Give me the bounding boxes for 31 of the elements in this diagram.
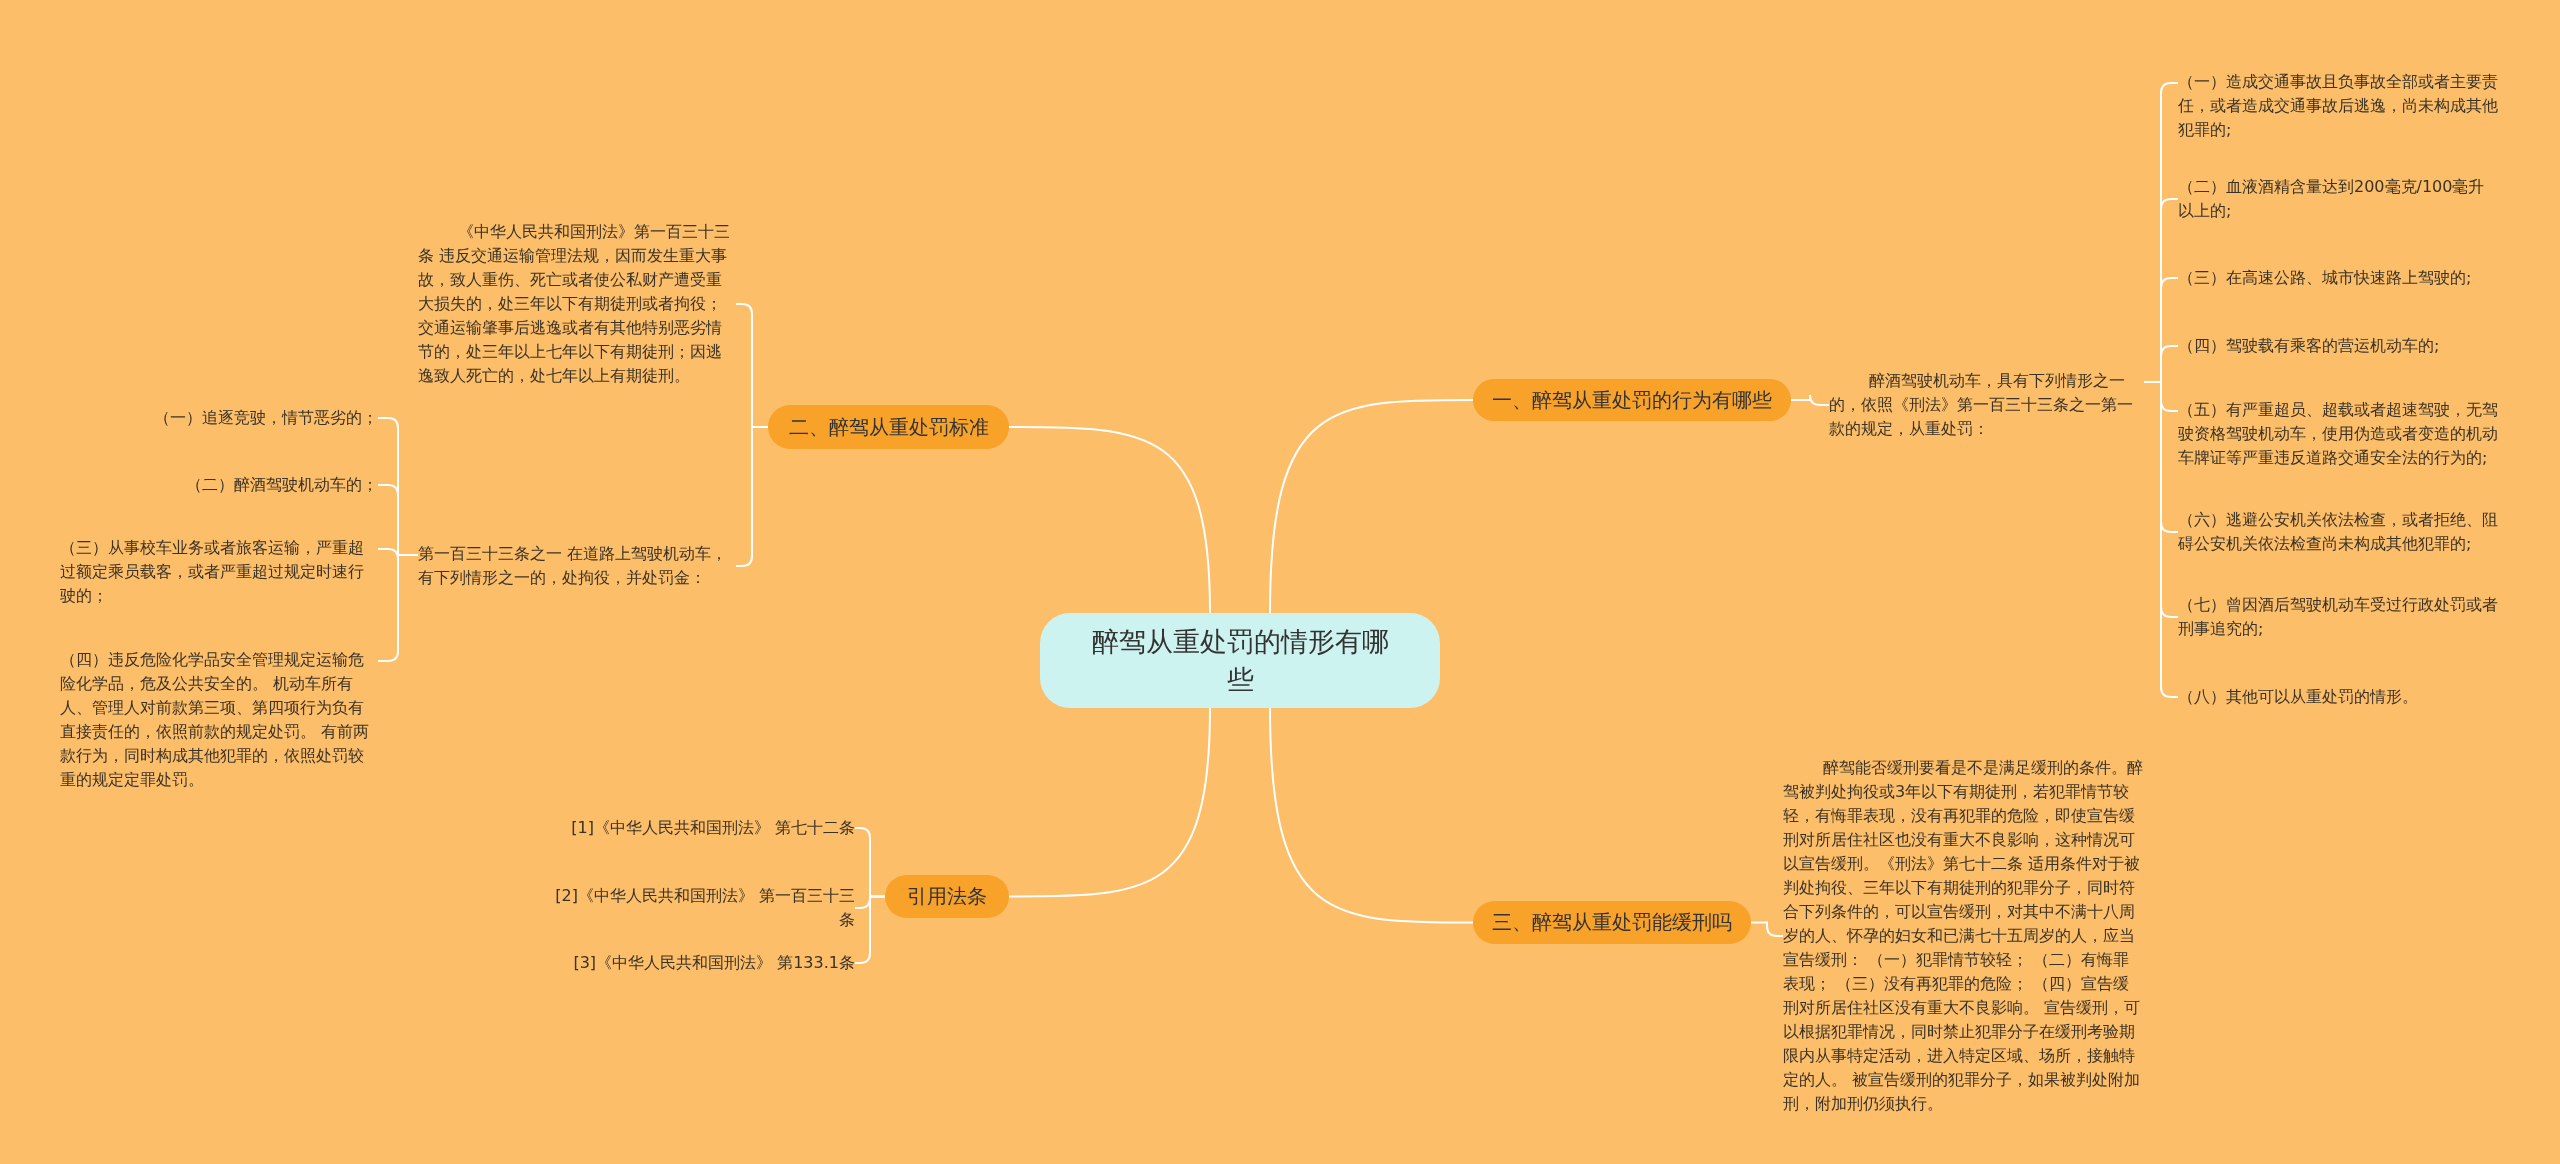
note-text: （四）驾驶载有乘客的营运机动车的;: [2178, 334, 2498, 358]
topic-box: 引用法条: [885, 875, 1009, 918]
connector-line: [1790, 394, 1830, 406]
connector-line: [1750, 921, 1784, 937]
note-text: （七）曾因酒后驾驶机动车受过行政处罚或者刑事追究的;: [2178, 593, 2498, 641]
topic-box: 一、醉驾从重处罚的行为有哪些: [1473, 379, 1791, 421]
note-text: 醉酒驾驶机动车，具有下列情形之一的，依照《刑法》第一百三十三条之一第一款的规定，从重处罚：: [1829, 369, 2144, 441]
note-text: 第一百三十三条之一 在道路上驾驶机动车，有下列情形之一的，处拘役，并处罚金：: [418, 542, 736, 590]
note-text: （二）血液酒精含量达到200毫克/100毫升以上的;: [2178, 175, 2498, 223]
note-text: [3]《中华人民共和国刑法》 第133.1条: [540, 951, 855, 975]
note-text: （三）在高速公路、城市快速路上驾驶的;: [2178, 266, 2498, 290]
note-text: （八）其他可以从重处罚的情形。: [2178, 685, 2498, 709]
note-text: 《中华人民共和国刑法》第一百三十三条 违反交通运输管理法规，因而发生重大事故，致人重伤、死亡或者使公私财产遭受重大损失的，处三年以下有期徒刑或者拘役；交通运输肇事后逃逸或者有其他特别恶劣情节的，处三年以上七年以下有期徒刑；因逃逸致人死亡的，处七年以上有期徒刑。: [418, 220, 736, 388]
central-topic-box: 醉驾从重处罚的情形有哪些: [1040, 613, 1440, 708]
note-text: （一）追逐竞驶，情节恶劣的；: [60, 406, 378, 430]
connector-line: [854, 895, 886, 964]
topic-box: 三、醉驾从重处罚能缓刑吗: [1473, 901, 1751, 944]
note-text: （四）违反危险化学品安全管理规定运输危险化学品，危及公共安全的。 机动车所有人、管理人对前款第三项、第四项行为负有直接责任的，依照前款的规定处罚。 有前两款行为，同时构成其他犯罪的，依照处罚较重的规定定罪处罚。: [60, 648, 378, 792]
topic-box: 二、醉驾从重处罚标准: [768, 405, 1009, 449]
note-text: （六）逃避公安机关依法检查，或者拒绝、阻碍公安机关依法检查尚未构成其他犯罪的;: [2178, 508, 2498, 556]
connector-line: [1008, 707, 1211, 898]
note-text: （一）造成交通事故且负事故全部或者主要责任，或者造成交通事故后逃逸，尚未构成其他犯罪的;: [2178, 70, 2498, 142]
note-text: [2]《中华人民共和国刑法》 第一百三十三条: [540, 884, 855, 932]
note-text: [1]《中华人民共和国刑法》 第七十二条: [540, 816, 855, 840]
connector-line: [1269, 707, 1474, 924]
connector-line: [1269, 399, 1474, 614]
note-text: （五）有严重超员、超载或者超速驾驶，无驾驶资格驾驶机动车，使用伪造或者变造的机动车牌证等严重违反道路交通安全法的行为的;: [2178, 398, 2498, 470]
note-text: （三）从事校车业务或者旅客运输，严重超过额定乘员载客，或者严重超过规定时速行驶的；: [60, 536, 378, 608]
note-text: （二）醉酒驾驶机动车的；: [60, 473, 378, 497]
note-text: 醉驾能否缓刑要看是不是满足缓刑的条件。醉驾被判处拘役或3年以下有期徒刑，若犯罪情节较轻，有悔罪表现，没有再犯罪的危险，即使宣告缓刑对所居住社区也没有重大不良影响，这种情况可以宣告缓刑。《刑法》第七十二条 适用条件对于被判处拘役、三年以下有期徒刑的犯罪分子，同时符合下列条件的，可以宣告缓刑，对其中不满十八周岁的人、怀孕的妇女和已满七十五周岁的人，应当宣告缓刑： （一）犯罪情节较轻； （二）有悔罪表现； （三）没有再犯罪的危险； （四）宣告缓刑对所居住社区没有重大不良影响。 宣告缓刑，可以根据犯罪情况，同时禁止犯罪分子在缓刑考验期限内从事特定活动，进入特定区域、场所，接触特定的人。 被宣告缓刑的犯罪分子，如果被判处附加刑，附加刑仍须执行。: [1783, 756, 2143, 1116]
connector-line: [1008, 426, 1211, 614]
